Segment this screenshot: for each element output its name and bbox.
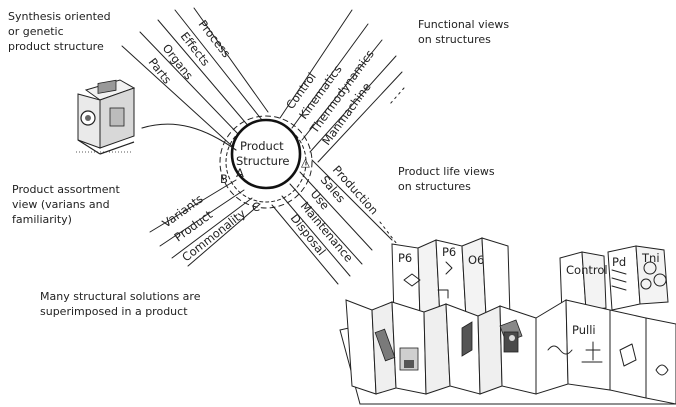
spoke-upper-left [121, 7, 269, 147]
superimposed-note-line1: Many structural solutions are [40, 290, 201, 303]
assortment-note-line1: Product assortment [12, 183, 120, 196]
center-label-line1: Product [240, 139, 284, 153]
center-marker-c: C [252, 200, 260, 214]
assortment-note-line2: view (varians and [12, 198, 110, 211]
panel-label-7: Pulli [572, 323, 596, 337]
spoke-upper-right [279, 9, 405, 163]
center-node: Product Structure △ A B C [220, 118, 310, 214]
life-note-line2: on structures [398, 180, 471, 193]
synthesis-note-line3: product structure [8, 40, 104, 53]
assortment-note-line3: familiarity) [12, 213, 72, 226]
center-label-line2: Structure [236, 154, 290, 168]
life-note-line1: Product life views [398, 165, 495, 178]
spoke-labels-upper-right: Control Kinematics Thermodynamics Manmac… [283, 47, 377, 148]
panel-label-3: P6 [442, 245, 456, 259]
synthesis-note-line2: or genetic [8, 25, 64, 38]
panel-label-5: Tni [641, 251, 660, 265]
spoke-labels-lower-right: Production Sales Use Maintenance Disposa… [288, 163, 381, 265]
center-triangle-marker: △ [301, 155, 310, 169]
functional-note-line2: on structures [418, 33, 491, 46]
center-marker-a: A [236, 166, 244, 180]
dashed-ring-outer [219, 115, 313, 209]
spoke-lower-right [271, 159, 401, 285]
connector-curve [141, 123, 237, 151]
spoke-labels-lower-left: Variants Product Commonality [160, 192, 249, 265]
spoke-lower-left [149, 179, 261, 267]
panel-label-2: O6 [468, 253, 484, 267]
folded-panels-sketch: P6 O6 P6 Pd Tni Control Pulli [339, 237, 676, 405]
panel-label-1: P6 [398, 251, 412, 265]
synthesis-note-line1: Synthesis oriented [8, 10, 111, 23]
superimposed-note-line2: superimposed in a product [40, 305, 188, 318]
center-marker-b: B [220, 172, 228, 186]
panel-label-6: Control [566, 263, 608, 277]
panel-label-4: Pd [612, 255, 626, 269]
functional-note-line1: Functional views [418, 18, 509, 31]
machine-sketch-icon [76, 79, 136, 155]
